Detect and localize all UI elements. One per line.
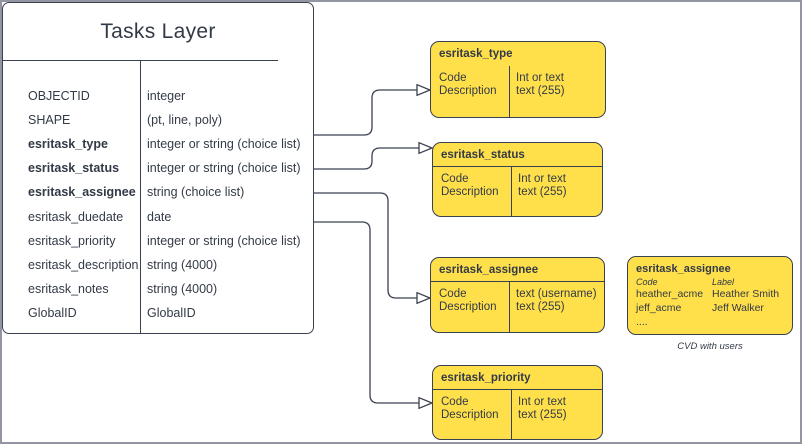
domain-field-labels: Code Description xyxy=(431,66,509,117)
table-row: esritask_description string (4000) xyxy=(3,253,313,277)
domain-field-types: Int or text text (255) xyxy=(509,66,605,117)
arrowhead-status xyxy=(418,141,434,155)
connector-assignee xyxy=(314,192,417,299)
cvd-more-ellipsis: .... xyxy=(636,315,648,328)
domain-field-labels: Code Description xyxy=(433,167,511,216)
field-name: esritask_notes xyxy=(28,281,109,296)
cvd-user-label: Heather Smith xyxy=(712,288,780,300)
domain-row-type: text (255) xyxy=(518,409,567,421)
domain-row-label: Description xyxy=(439,85,497,97)
cvd-user-list: Code Label heather_acme Heather Smith je… xyxy=(636,276,784,329)
field-name: esritask_duedate xyxy=(28,209,124,224)
tasks-layer-table: Tasks Layer OBJECTID integer SHAPE (pt, li… xyxy=(2,2,314,334)
table-row: esritask_priority integer or string (choi… xyxy=(3,229,313,253)
cvd-title: esritask_assignee xyxy=(636,263,731,275)
domain-box-esritask-type: esritask_type Code Description Int or te… xyxy=(430,41,606,118)
field-name: SHAPE xyxy=(28,113,71,128)
domain-field-labels: Code Description xyxy=(433,390,511,439)
domain-row-type: text (255) xyxy=(516,301,565,313)
domain-body: Code Description Int or text text (255) xyxy=(433,167,602,216)
domain-field-types: text (username) text (255) xyxy=(509,282,604,332)
arrowhead-assignee xyxy=(416,291,432,305)
table-title: Tasks Layer xyxy=(100,19,216,43)
domain-field-types: Int or text text (255) xyxy=(511,390,602,439)
domain-title: esritask_status xyxy=(433,143,602,167)
field-name: esritask_type xyxy=(28,137,108,152)
table-column-divider xyxy=(140,61,141,333)
domain-title: esritask_assignee xyxy=(431,258,604,282)
field-name: OBJECTID xyxy=(28,89,90,104)
field-type: date xyxy=(147,209,172,224)
cvd-caption: CVD with users xyxy=(677,341,743,352)
domain-row-type: text (255) xyxy=(516,85,565,97)
cvd-label-header: Label xyxy=(712,277,735,287)
domain-row-label: Code xyxy=(441,173,469,185)
domain-row-label: Code xyxy=(441,396,469,408)
field-type: string (choice list) xyxy=(147,185,245,200)
domain-body: Code Description Int or text text (255) xyxy=(433,390,602,439)
cvd-user-code: heather_acme xyxy=(636,288,704,300)
cvd-box-esritask-assignee: esritask_assignee Code Label heather_acm… xyxy=(627,256,793,335)
field-type: (pt, line, poly) xyxy=(147,113,223,128)
field-type: string (4000) xyxy=(147,257,218,272)
cvd-user-label: Jeff Walker xyxy=(712,301,764,314)
field-name: esritask_priority xyxy=(28,233,116,248)
field-type: GlobalID xyxy=(147,305,196,320)
table-row: esritask_notes string (4000) xyxy=(3,277,313,301)
table-body: OBJECTID integer SHAPE (pt, line, poly) es… xyxy=(3,61,313,333)
connector-status xyxy=(314,147,419,170)
table-row: esritask_duedate date xyxy=(3,204,313,228)
cvd-code-header: Code xyxy=(636,277,658,287)
domain-row-type: text (255) xyxy=(518,186,567,198)
arrowhead-priority xyxy=(418,396,434,410)
domain-row-type: text (username) xyxy=(516,288,597,300)
table-row: OBJECTID integer xyxy=(3,84,313,108)
connector-type xyxy=(314,89,417,136)
domain-row-label: Code xyxy=(439,288,467,300)
table-row: esritask_status integer or string (choice… xyxy=(3,156,313,180)
cvd-empty-cell xyxy=(712,316,784,330)
field-name: GlobalID xyxy=(28,305,77,320)
domain-title: esritask_type xyxy=(439,48,513,60)
table-row: SHAPE (pt, line, poly) xyxy=(3,108,313,132)
domain-row-type: Int or text xyxy=(518,173,566,185)
domain-title: esritask_priority xyxy=(433,366,602,390)
domain-row-label: Code xyxy=(439,72,467,84)
field-type: integer or string (choice list) xyxy=(147,233,301,248)
arrowhead-type xyxy=(416,83,432,97)
field-name: esritask_status xyxy=(28,161,120,176)
domain-box-esritask-assignee: esritask_assignee Code Description text … xyxy=(430,257,605,333)
domain-body: Code Description text (username) text (2… xyxy=(431,282,604,332)
domain-row-label: Description xyxy=(439,301,497,313)
field-type: integer xyxy=(147,89,186,104)
domain-field-labels: Code Description xyxy=(431,282,509,332)
table-row: GlobalID GlobalID xyxy=(3,301,313,325)
domain-row-label: Description xyxy=(441,409,499,421)
connector-priority xyxy=(314,221,419,404)
field-type: integer or string (choice list) xyxy=(147,161,301,176)
domain-box-esritask-status: esritask_status Code Description Int or … xyxy=(432,142,603,217)
domain-box-esritask-priority: esritask_priority Code Description Int o… xyxy=(432,365,603,440)
table-title-separator xyxy=(3,60,278,61)
field-name: esritask_assignee xyxy=(28,185,136,200)
domain-body: Code Description Int or text text (255) xyxy=(431,66,605,117)
field-type: integer or string (choice list) xyxy=(147,137,301,152)
domain-row-label: Description xyxy=(441,186,499,198)
domain-field-types: Int or text text (255) xyxy=(511,167,602,216)
cvd-user-code: jeff_acme xyxy=(636,301,682,314)
domain-row-type: Int or text xyxy=(518,396,566,408)
field-name: esritask_description xyxy=(28,257,139,272)
table-row: esritask_assignee string (choice list) xyxy=(3,180,313,204)
field-type: string (4000) xyxy=(147,281,218,296)
domain-row-type: Int or text xyxy=(516,72,564,84)
table-row: esritask_type integer or string (choice l… xyxy=(3,132,313,156)
